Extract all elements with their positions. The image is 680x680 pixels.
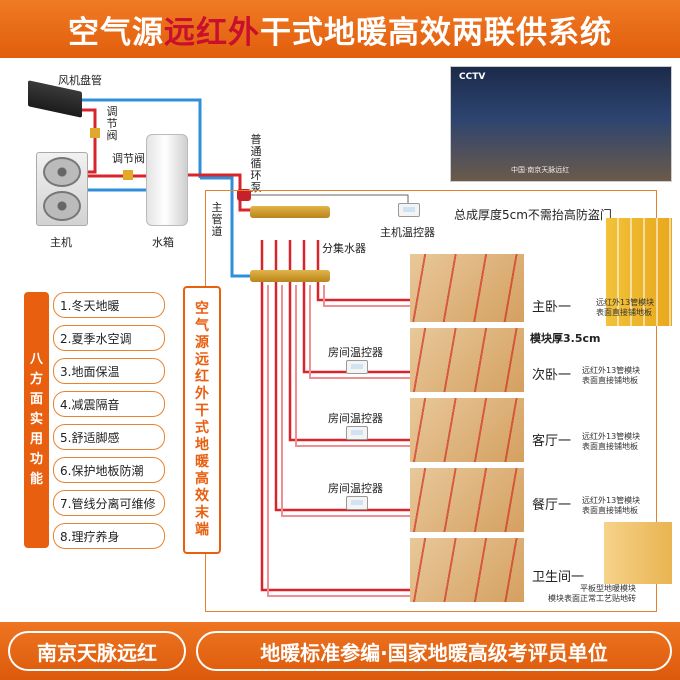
fan-coil-label: 风机盘管 xyxy=(58,74,102,87)
room-thermostat-icon xyxy=(346,496,368,510)
room-thermostat-label: 房间温控器 xyxy=(328,346,383,359)
page-title: 空气源远红外干式地暖高效两联供系统 xyxy=(68,7,612,52)
fan-icon xyxy=(43,157,81,187)
room-note-living: 远红外13管模块表面直接铺地板 xyxy=(582,432,641,451)
return-master-bed xyxy=(323,285,412,307)
thermostat-wire xyxy=(251,194,409,204)
room-photo-bathroom xyxy=(410,538,524,602)
company-name: 南京天脉远红 xyxy=(8,631,186,671)
manifold-label: 分集水器 xyxy=(322,242,366,255)
cold-main-pipe xyxy=(200,176,252,278)
function-item: 6.保护地板防潮 xyxy=(53,457,165,483)
return-dining xyxy=(281,285,412,517)
title-bar: 空气源远红外干式地暖高效两联供系统 xyxy=(0,0,680,58)
return-bathroom xyxy=(267,285,412,597)
function-item: 7.管线分离可维修 xyxy=(53,490,165,516)
function-item: 8.理疗养身 xyxy=(53,523,165,549)
room-name-second-bed: 次卧一 xyxy=(532,368,572,383)
room-name-living: 客厅一 xyxy=(532,434,572,449)
fan-icon xyxy=(43,191,81,221)
module-thickness: 模块厚3.5cm xyxy=(530,332,601,345)
room-name-master-bed: 主卧一 xyxy=(532,300,572,315)
room-photo-dining xyxy=(410,468,524,532)
function-item: 1.冬天地暖 xyxy=(53,292,165,318)
valve-lower-icon xyxy=(123,170,133,180)
function-item: 3.地面保温 xyxy=(53,358,165,384)
valve-upper-icon xyxy=(90,128,100,138)
return-second-bed xyxy=(309,285,412,379)
room-thermostat-icon xyxy=(346,360,368,374)
main-thermostat-label: 主机温控器 xyxy=(380,226,435,239)
manifold-supply xyxy=(250,206,330,218)
main-unit-label: 主机 xyxy=(50,236,72,249)
functions-heading: 八方面实用功能 xyxy=(24,292,49,548)
function-item: 2.夏季水空调 xyxy=(53,325,165,351)
functions-list: 1.冬天地暖 2.夏季水空调 3.地面保温 4.减震隔音 5.舒适脚感 6.保护… xyxy=(53,292,165,556)
loop-living xyxy=(288,240,412,442)
loop-dining xyxy=(274,240,412,512)
thickness-note: 总成厚度5cm不需抬高防盗门 xyxy=(454,208,612,222)
loop-master-bed xyxy=(316,240,412,302)
valve-label: 调节阀 xyxy=(112,152,145,165)
water-tank-label: 水箱 xyxy=(152,236,174,249)
room-thermostat-icon xyxy=(346,426,368,440)
vertical-title: 空气源远红外干式地暖高效末端 xyxy=(183,286,221,554)
main-unit xyxy=(36,152,88,226)
function-item: 5.舒适脚感 xyxy=(53,424,165,450)
title-part-2: 干式地暖高效两联供系统 xyxy=(260,14,612,51)
room-note-master-bed: 远红外13管模块表面直接铺地板 xyxy=(596,298,655,317)
flat-heating-module xyxy=(604,522,672,584)
heating-module-panel xyxy=(606,218,672,326)
room-photo-second-bed xyxy=(410,328,524,392)
return-living xyxy=(295,285,412,447)
room-thermostat-label: 房间温控器 xyxy=(328,412,383,425)
water-tank xyxy=(146,134,188,226)
room-note-second-bed: 远红外13管模块表面直接铺地板 xyxy=(582,366,641,385)
main-thermostat-icon xyxy=(398,203,420,217)
room-note-bathroom: 平板型地暖模块模块表面正常工艺贴地砖 xyxy=(548,584,636,603)
footer-bar: 南京天脉远红 地暖标准参编·国家地暖高级考评员单位 xyxy=(0,622,680,680)
room-photo-master-bed xyxy=(410,254,524,322)
room-thermostat-label: 房间温控器 xyxy=(328,482,383,495)
room-name-bathroom: 卫生间一 xyxy=(532,570,585,585)
title-part-1: 空气源 xyxy=(68,14,164,51)
pump-icon xyxy=(237,189,251,201)
tv-interview-image: CCTV 中国·南京天脉远红 xyxy=(450,66,672,182)
valve-vertical-label: 调节阀 xyxy=(106,105,118,142)
tv-caption: 中国·南京天脉远红 xyxy=(511,166,570,174)
hot-pipe-fancoil xyxy=(72,108,97,174)
cold-pipe-fancoil xyxy=(72,98,202,178)
room-photo-living xyxy=(410,398,524,462)
main-pipe-label: 主管道 xyxy=(211,201,223,238)
title-highlight: 远红外 xyxy=(164,14,260,51)
pump-label: 普通循环泵 xyxy=(250,133,262,194)
function-item: 4.减震隔音 xyxy=(53,391,165,417)
loop-second-bed xyxy=(302,240,412,374)
certification-text: 地暖标准参编·国家地暖高级考评员单位 xyxy=(196,631,672,671)
room-name-dining: 餐厅一 xyxy=(532,498,572,513)
manifold-return xyxy=(250,270,330,282)
room-note-dining: 远红外13管模块表面直接铺地板 xyxy=(582,496,641,515)
tv-logo: CCTV xyxy=(459,72,486,82)
loop-bathroom xyxy=(260,240,412,592)
